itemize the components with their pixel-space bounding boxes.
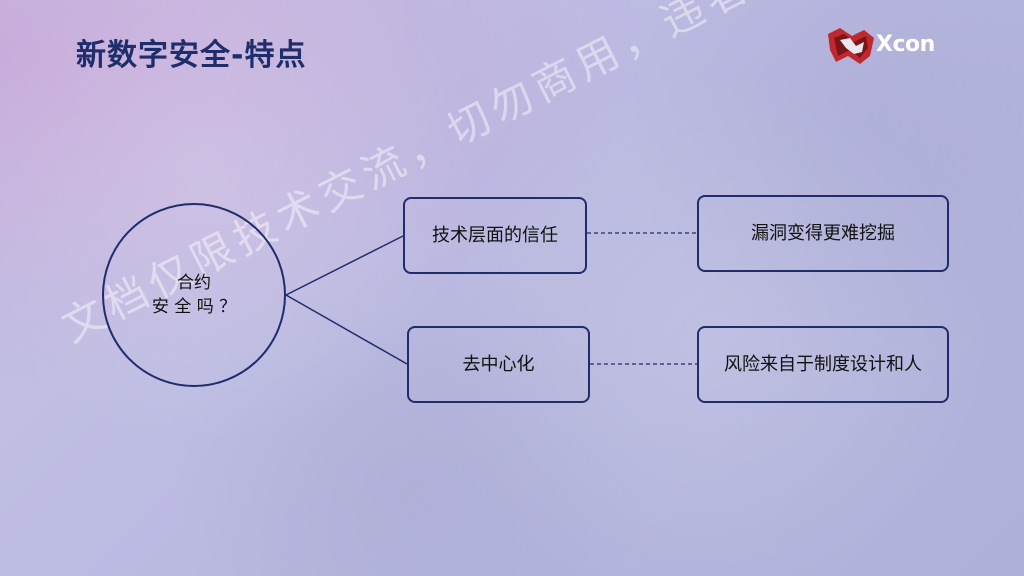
logo-text: Xcon	[876, 32, 935, 57]
connector-circle-to-top	[285, 235, 404, 296]
result-top-label: 漏洞变得更难挖掘	[751, 223, 895, 244]
result-bottom-label: 风险来自于制度设计和人	[724, 354, 922, 375]
result-box-vulnerability: 漏洞变得更难挖掘	[697, 195, 949, 272]
branch-box-decentralization: 去中心化	[407, 326, 590, 403]
center-line-2: 安 全 吗 ？	[151, 297, 237, 317]
branch-box-technical-trust: 技术层面的信任	[403, 197, 587, 274]
connector-circle-to-bottom	[285, 294, 408, 365]
branch-bottom-label: 去中心化	[462, 354, 535, 375]
slide-title: 新数字安全-特点	[76, 38, 307, 73]
result-box-risk: 风险来自于制度设计和人	[697, 326, 949, 403]
center-question-circle: 合约 安 全 吗 ？	[102, 203, 286, 387]
xcon-logo-icon	[828, 28, 874, 64]
center-line-1: 合约	[177, 273, 211, 293]
branch-top-label: 技术层面的信任	[432, 225, 558, 246]
